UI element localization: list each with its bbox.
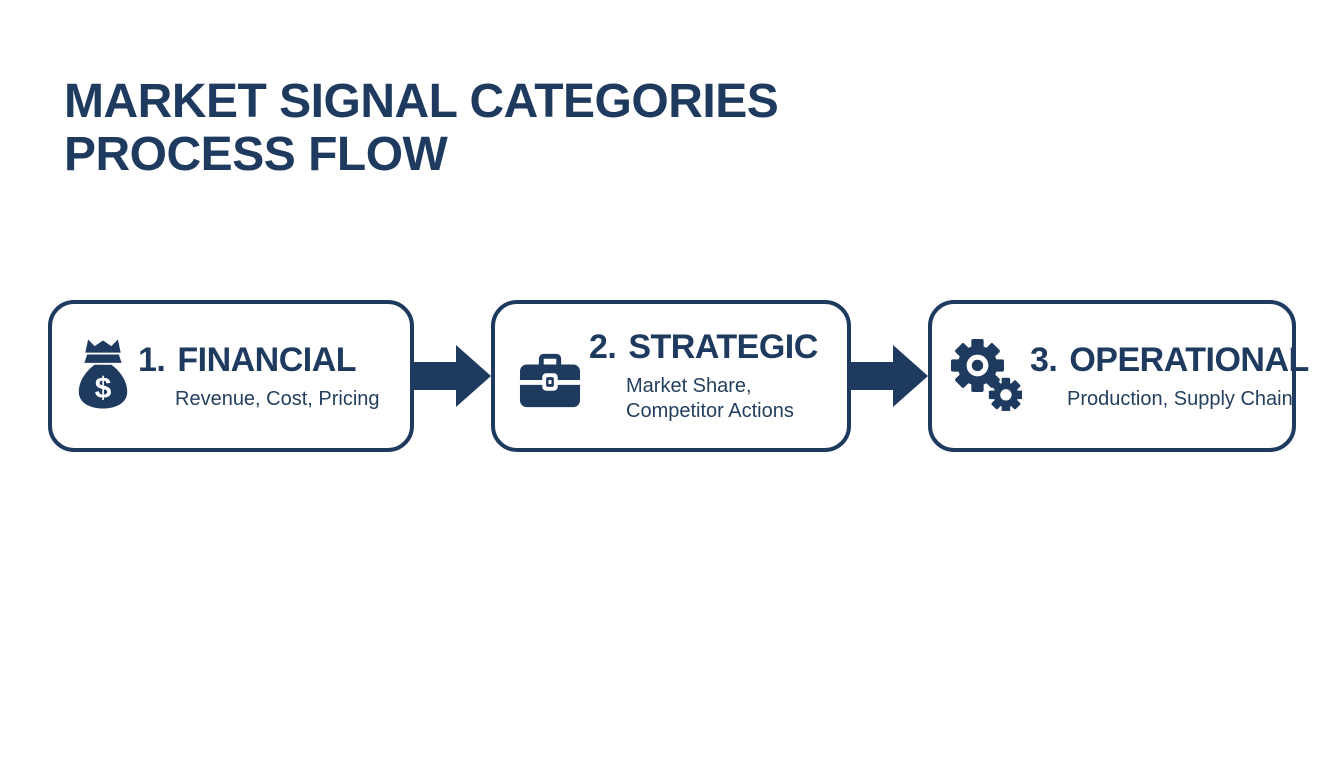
gears-icon — [950, 337, 1023, 416]
svg-text:$: $ — [95, 372, 112, 405]
step-heading: 1. FINANCIAL — [138, 341, 380, 380]
step-heading: 2. STRATEGIC — [589, 328, 839, 367]
arrow-right-icon — [851, 345, 928, 407]
step-text-block: 1. FINANCIAL Revenue, Cost, Pricing — [138, 341, 380, 412]
process-flow: $ 1. FINANCIAL Revenue, Cost, Pricing — [48, 300, 1309, 452]
step-heading: 3. OPERATIONAL — [1030, 341, 1309, 380]
money-bag-icon: $ — [76, 338, 130, 415]
briefcase-icon — [519, 352, 581, 415]
step-label: STRATEGIC — [628, 328, 818, 366]
step-operational: 3. OPERATIONAL Production, Supply Chain — [928, 300, 1309, 452]
step-text-block: 2. STRATEGIC Market Share, Competitor Ac… — [589, 328, 839, 424]
step-strategic: 2. STRATEGIC Market Share, Competitor Ac… — [491, 300, 851, 452]
step-description: Production, Supply Chain — [1067, 387, 1293, 410]
step-label: FINANCIAL — [177, 340, 357, 379]
title-line-1: MARKET SIGNAL CATEGORIES — [64, 75, 779, 128]
title-line-2: PROCESS FLOW — [64, 127, 448, 181]
step-description: Revenue, Cost, Pricing — [175, 387, 380, 410]
step-number: 3. — [1030, 340, 1058, 379]
page-title: MARKET SIGNAL CATEGORIES PROCESS FLOW — [64, 75, 779, 182]
step-number: 2. — [589, 328, 617, 366]
arrow-right-icon — [414, 345, 491, 407]
step-description: Market Share, Competitor Actions — [626, 375, 794, 422]
step-number: 1. — [138, 340, 166, 379]
step-label: OPERATIONAL — [1069, 340, 1309, 379]
step-financial: $ 1. FINANCIAL Revenue, Cost, Pricing — [48, 300, 414, 452]
step-text-block: 3. OPERATIONAL Production, Supply Chain — [1030, 341, 1309, 412]
